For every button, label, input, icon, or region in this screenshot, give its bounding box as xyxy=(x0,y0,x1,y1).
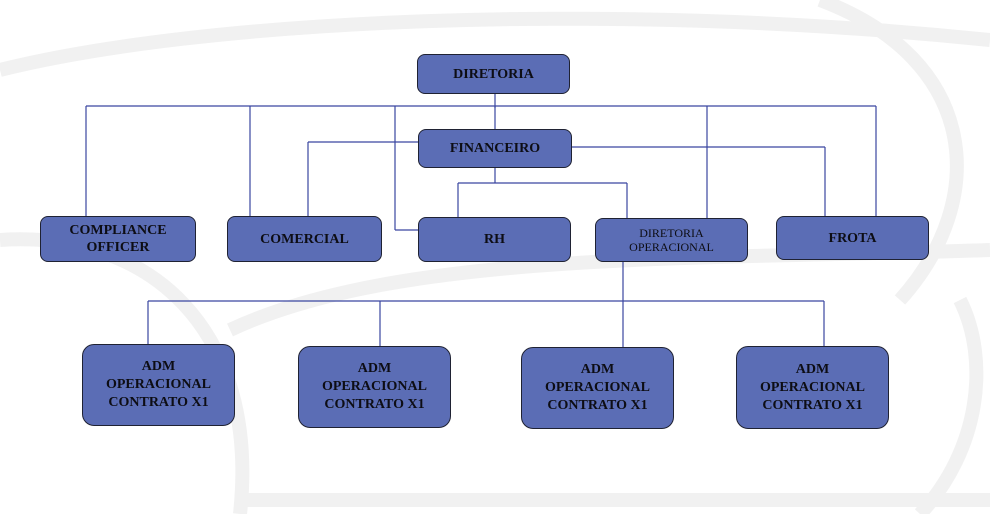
node-financeiro: FINANCEIRO xyxy=(418,129,572,168)
node-adm-operacional-3: ADM OPERACIONAL CONTRATO X1 xyxy=(521,347,674,429)
node-label: DIRETORIA OPERACIONAL xyxy=(629,226,714,254)
node-label: ADM OPERACIONAL CONTRATO X1 xyxy=(105,359,211,410)
node-adm-operacional-4: ADM OPERACIONAL CONTRATO X1 xyxy=(736,346,889,429)
node-label: ADM OPERACIONAL CONTRATO X1 xyxy=(544,362,650,413)
node-frota: FROTA xyxy=(776,216,929,260)
node-label: DIRETORIA xyxy=(453,66,534,82)
node-rh: RH xyxy=(418,217,571,262)
node-comercial: COMERCIAL xyxy=(227,216,382,262)
node-adm-operacional-2: ADM OPERACIONAL CONTRATO X1 xyxy=(298,346,451,428)
node-label: ADM OPERACIONAL CONTRATO X1 xyxy=(321,361,427,412)
node-label: COMERCIAL xyxy=(260,231,349,247)
node-label: RH xyxy=(484,232,505,247)
node-label: FINANCEIRO xyxy=(449,141,541,156)
node-diretoria-operacional: DIRETORIA OPERACIONAL xyxy=(595,218,748,262)
node-label: FROTA xyxy=(828,230,877,246)
node-label: ADM OPERACIONAL CONTRATO X1 xyxy=(759,361,865,413)
node-adm-operacional-1: ADM OPERACIONAL CONTRATO X1 xyxy=(82,344,235,426)
node-diretoria: DIRETORIA xyxy=(417,54,570,94)
node-label: COMPLIANCE OFFICER xyxy=(69,223,167,255)
node-compliance-officer: COMPLIANCE OFFICER xyxy=(40,216,196,262)
